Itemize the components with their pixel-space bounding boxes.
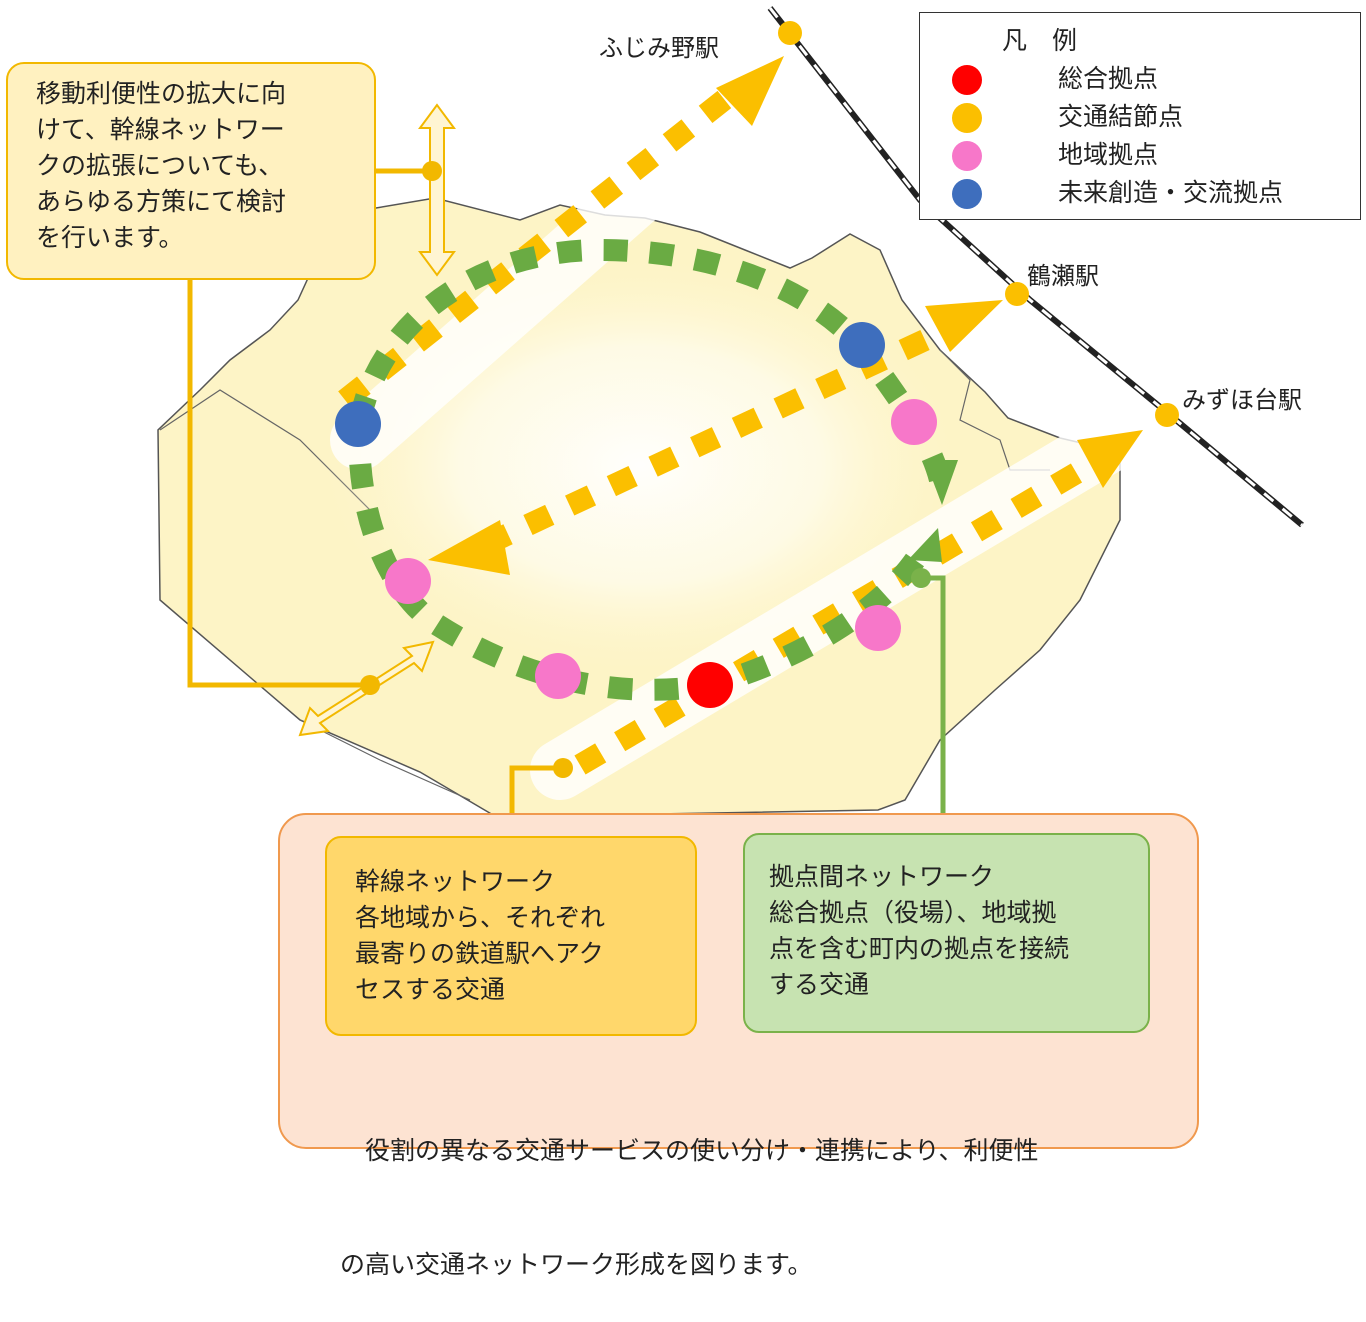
legend-dot-yellow [952,103,982,133]
boundary-line [299,719,471,801]
arrowhead-west [428,520,510,575]
hub-arrowhead-down [925,460,958,505]
station-dot-tsuruse [1005,282,1029,306]
summary-text: 役割の異なる交通サービスの使い分け・連携により、利便性 の高い交通ネットワーク形… [340,1056,1039,1322]
leader-dot [553,758,573,778]
callout-line: あらゆる方策にて検討 [36,187,287,216]
hub-arrowhead-up [908,528,942,562]
node-future-east [839,322,885,368]
extension-arrow-vertical [418,103,456,277]
trunk-route-tsuruse [480,330,930,555]
extension-callout: 移動利便性の拡大に向 けて、幹線ネットワー クの拡張についても、 あらゆる方策に… [6,62,376,280]
hub-box-line: 拠点間ネットワーク [769,862,995,891]
node-regional-s [535,653,581,699]
node-regional-w [385,558,431,604]
network-map [157,6,1304,836]
callout-line: けて、幹線ネットワー [36,115,285,144]
node-regional-ne [891,399,937,445]
arrowhead-tsuruse [925,300,1003,352]
trunk-box-line: 各地域から、それぞれ [355,903,606,932]
legend-label: 総合拠点 [1058,64,1159,93]
callout-line: 移動利便性の拡大に向 [36,79,287,108]
leader-dot [422,161,442,181]
trunk-glow [530,400,1160,800]
callout-line: を行います。 [36,223,184,252]
hub-box-line: 総合拠点（役場）、地域拠 [769,898,1057,927]
hub-box-line: 点を含む町内の拠点を接続 [769,934,1070,963]
legend-item-transit-node: 交通結節点 [944,99,1354,137]
trunk-box-line: セスする交通 [355,975,506,1004]
trunk-route-mizuhodai [574,455,1096,775]
legend-label: 交通結節点 [1058,102,1184,131]
station-label-mizuhodai: みずほ台駅 [1182,386,1302,414]
station-dot-fujimino [778,21,802,45]
railway-line-dash [768,7,1303,527]
leader-lines [187,161,946,836]
legend-dot-red [952,65,982,95]
leader-dot [911,568,931,588]
node-general-hub [687,662,733,708]
trunk-network-box: 幹線ネットワーク 各地域から、それぞれ 最寄りの鉄道駅へアク セスする交通 [325,836,697,1036]
legend-dot-pink [952,141,982,171]
legend-label: 未来創造・交流拠点 [1058,178,1284,207]
leader-dot [360,675,380,695]
arrowhead-mizuhodai [1077,430,1143,488]
trunk-box-line: 最寄りの鉄道駅へアク [355,939,604,968]
hub-box-line: する交通 [769,970,870,999]
station-label-tsuruse: 鶴瀬駅 [1027,262,1099,290]
legend-label: 地域拠点 [1058,140,1159,169]
nodes [335,21,1179,708]
legend-title: 凡 例 [1002,26,1078,55]
legend-item-future-hub: 未来創造・交流拠点 [944,175,1354,213]
trunk-route-fujimino [338,86,737,409]
legend-item-general-hub: 総合拠点 [944,61,1354,99]
legend: 凡 例 総合拠点 交通結節点 地域拠点 未来創造・交流拠点 [919,12,1361,220]
node-future-west [335,401,381,447]
summary-line: 役割の異なる交通サービスの使い分け・連携により、利便性 [340,1136,1039,1165]
legend-dot-blue [952,179,982,209]
arrowhead-fujimino [716,56,784,126]
legend-item-regional-hub: 地域拠点 [944,137,1354,175]
trunk-box-line: 幹線ネットワーク [355,867,556,896]
station-label-fujimino: ふじみ野駅 [599,34,719,62]
node-regional-se [855,605,901,651]
callout-line: クの拡張についても、 [36,151,284,180]
hub-network-box: 拠点間ネットワーク 総合拠点（役場）、地域拠 点を含む町内の拠点を接続 する交通 [743,833,1150,1033]
trunk-network [338,86,1096,775]
trunk-arrowheads [428,56,1143,575]
summary-line: の高い交通ネットワーク形成を図ります。 [340,1250,813,1279]
station-dot-mizuhodai [1155,403,1179,427]
